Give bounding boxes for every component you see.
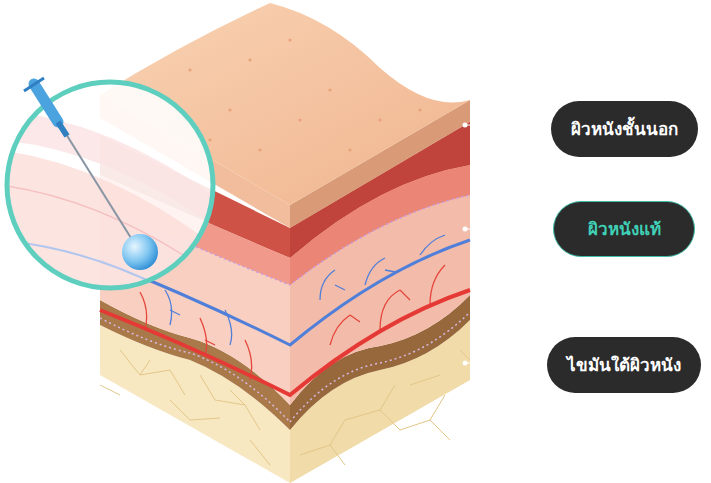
layer-label: ไขมันใต้ผิวหนัง xyxy=(567,354,681,376)
label-pill: ผิวหนังชั้นนอก xyxy=(551,101,698,157)
label-pill: ผิวหนังแท้ xyxy=(553,201,695,257)
syringe-icon xyxy=(24,78,158,270)
magnifier-lens xyxy=(0,82,220,320)
leader-marks xyxy=(463,123,477,366)
layer-label: ผิวหนังแท้ xyxy=(588,218,661,240)
label-pill: ไขมันใต้ผิวหนัง xyxy=(547,337,701,393)
layer-label: ผิวหนังชั้นนอก xyxy=(571,118,678,140)
